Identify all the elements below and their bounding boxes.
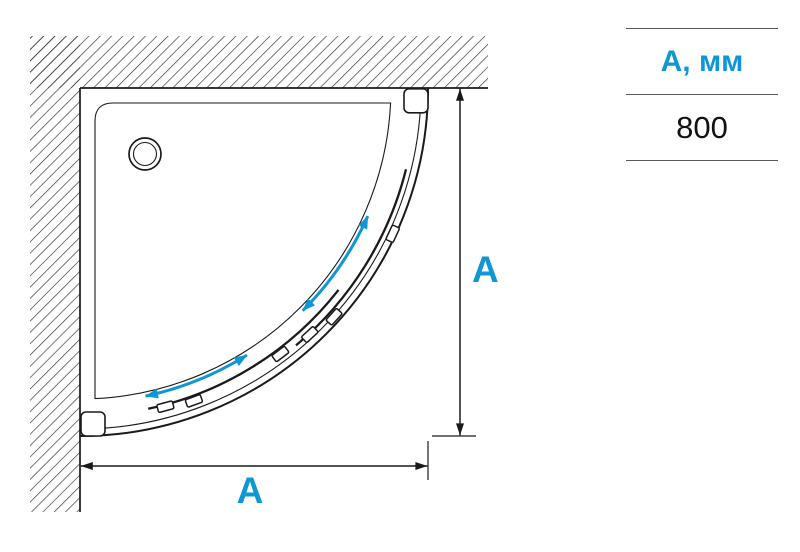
drain-outer-ring — [128, 137, 162, 171]
spec-table-value: 800 — [626, 94, 778, 161]
drain-inner-ring — [132, 141, 158, 167]
door-slide-arrow-upper — [301, 215, 370, 312]
door-roller — [156, 400, 175, 414]
dimension-horizontal: А — [80, 441, 429, 511]
dimension-vertical: А — [432, 88, 499, 437]
door-roller — [184, 394, 204, 408]
door-roller — [385, 224, 400, 243]
glass-outer-rail-arc — [79, 87, 429, 437]
spec-table: А, мм 800 — [626, 28, 778, 161]
glass-inner-rail-arc — [79, 87, 422, 430]
wall-hatch-left — [30, 36, 80, 512]
dim-label-vertical: А — [472, 249, 499, 290]
wall-hatch-top — [30, 36, 488, 88]
shower-tray-outline — [94, 102, 392, 400]
sliding-door-lower-arc — [147, 289, 340, 410]
door-roller — [271, 345, 290, 363]
spec-table-header: А, мм — [626, 28, 778, 94]
dim-label-horizontal: А — [237, 470, 264, 511]
wall-profile-top-right — [403, 88, 429, 114]
door-slide-arrow-lower — [145, 353, 248, 399]
wall-profile-bottom-left — [80, 411, 106, 437]
door-roller — [325, 308, 343, 326]
door-roller — [301, 325, 319, 344]
drain-icon — [128, 137, 162, 171]
